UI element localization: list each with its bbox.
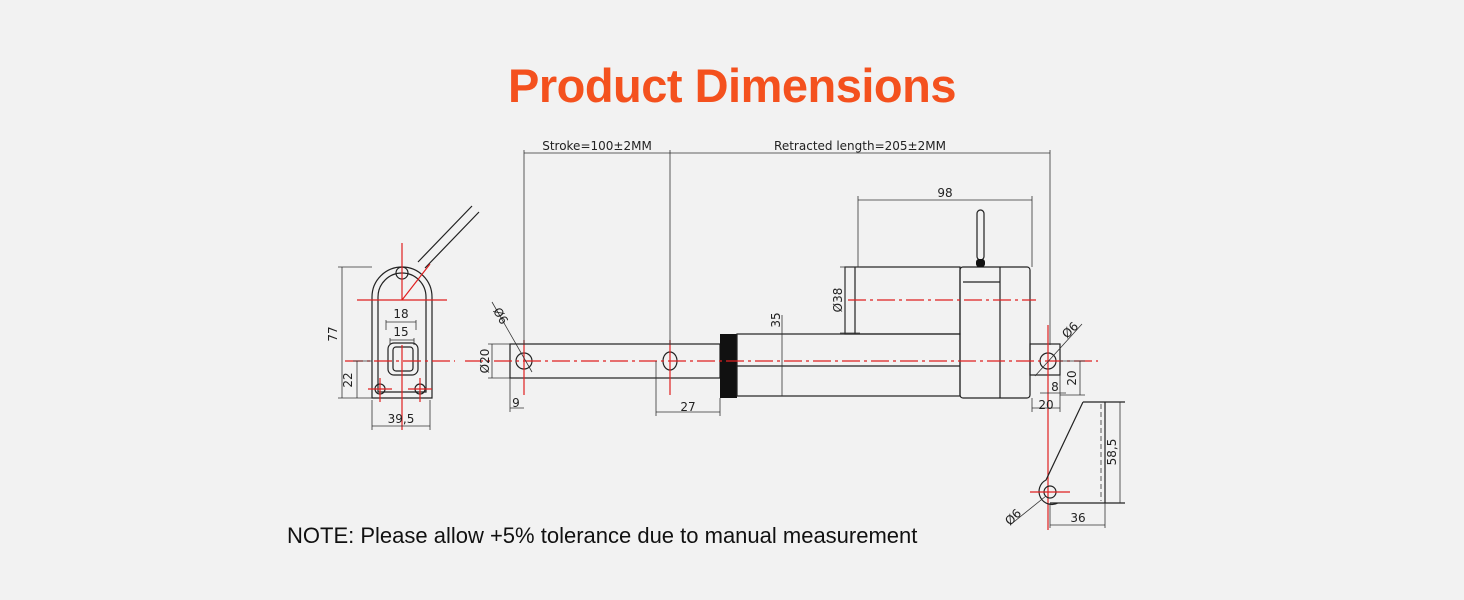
dim-front-hole: Ø6 (490, 305, 511, 327)
dim-rod-dia: Ø20 (478, 349, 492, 374)
dim-stroke: Stroke=100±2MM (542, 139, 652, 153)
cable (417, 205, 480, 269)
dim-tube-height: 35 (769, 312, 783, 327)
antenna (976, 209, 985, 261)
dim-retracted: Retracted length=205±2MM (774, 139, 946, 153)
front-view: Stroke=100±2MM Retracted length=205±2MM … (465, 139, 1125, 530)
dim-side-18: 18 (393, 307, 408, 321)
dim-rear-hole: Ø6 (1059, 319, 1081, 341)
side-view: 77 22 18 15 39,5 (326, 205, 480, 430)
dim-bracket-height: 58,5 (1105, 439, 1119, 466)
dim-rear-20-horizontal: 20 (1038, 398, 1053, 412)
dim-bracket-hole: Ø6 (1002, 506, 1024, 528)
tolerance-note: NOTE: Please allow +5% tolerance due to … (287, 523, 918, 548)
dim-motor-length: 98 (937, 186, 952, 200)
dim-side-width: 39,5 (388, 412, 415, 426)
dim-rear-8: 8 (1051, 380, 1059, 394)
page-title: Product Dimensions (507, 59, 957, 112)
dim-collar-offset: 27 (680, 400, 695, 414)
dim-motor-dia: Ø38 (831, 288, 845, 313)
dim-bracket-width: 36 (1070, 511, 1085, 525)
dim-side-15: 15 (393, 325, 408, 339)
dim-rear-20-vertical: 20 (1065, 370, 1079, 385)
dim-side-height: 77 (326, 326, 340, 341)
dim-front-offset: 9 (512, 396, 520, 410)
dim-side-22: 22 (341, 372, 355, 387)
